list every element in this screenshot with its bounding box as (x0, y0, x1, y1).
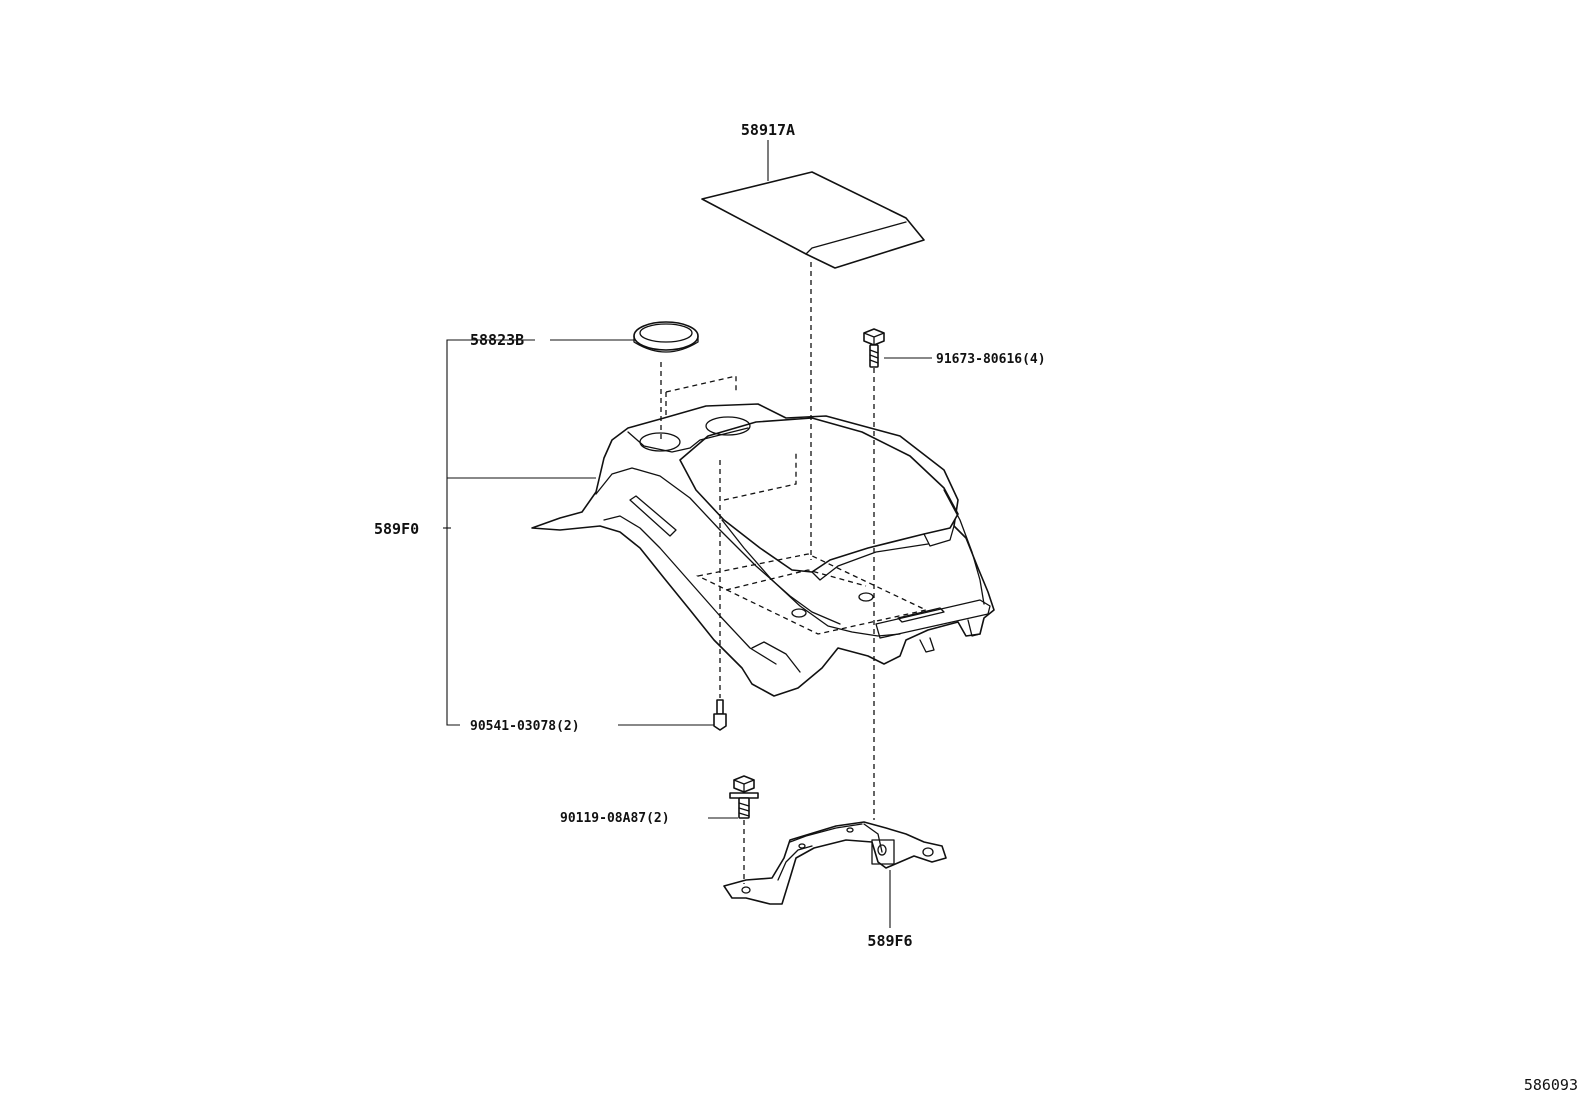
console-box-mat (701, 171, 925, 269)
callout-589F0: 589F0 (374, 520, 419, 538)
callout-90119-08A87: 90119-08A87(2) (560, 811, 670, 826)
screw-90541 (713, 699, 727, 731)
cup-holder-ring (633, 321, 699, 353)
console-box-body (531, 375, 995, 697)
console-bracket (723, 821, 947, 905)
bolt-91673 (863, 328, 885, 368)
assembly-lines (660, 262, 875, 884)
leader-lines (443, 140, 932, 928)
callout-589F6: 589F6 (867, 932, 912, 950)
callout-90541-03078: 90541-03078(2) (470, 719, 580, 734)
bolt-90119 (729, 775, 759, 819)
callout-91673-80616: 91673-80616(4) (936, 352, 1046, 367)
callout-58823B: 58823B (470, 331, 524, 349)
drawing-number: 586093 (1524, 1076, 1578, 1094)
callout-58917A: 58917A (741, 121, 795, 139)
